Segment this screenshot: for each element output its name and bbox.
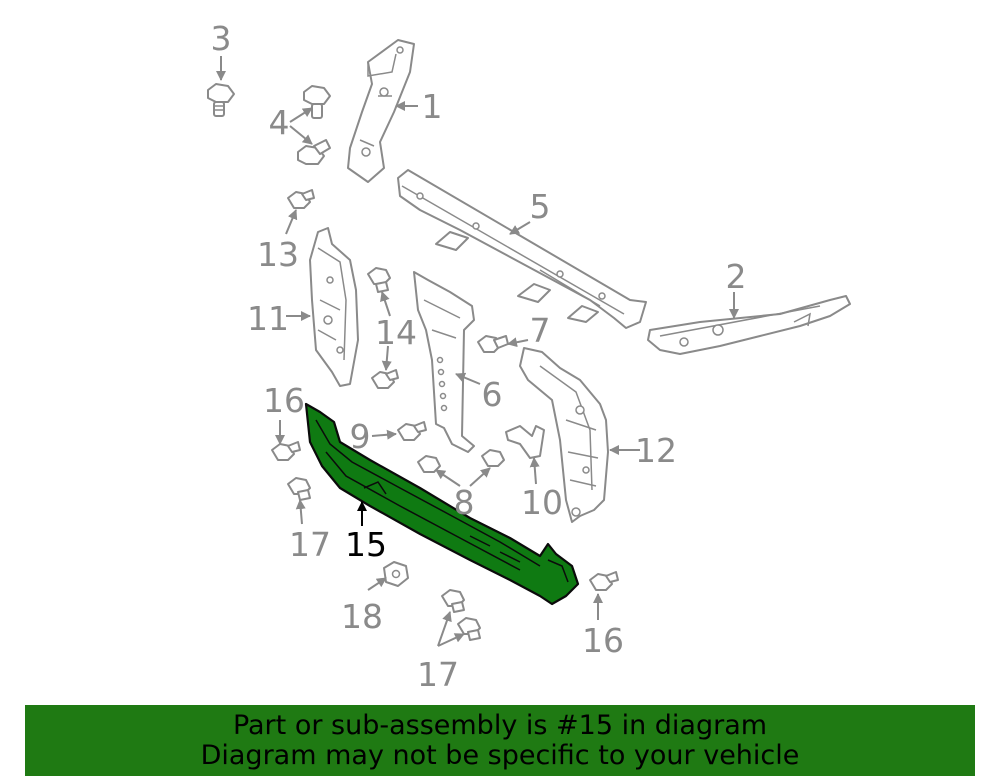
callout-6: 6 [482, 375, 503, 414]
part-12-right-side-panel[interactable] [519, 347, 609, 523]
bolt-3-icon [207, 83, 235, 117]
bolt-17-center-upper-icon [441, 589, 465, 613]
info-banner: Part or sub-assembly is #15 in diagram D… [25, 705, 975, 776]
callout-13: 13 [257, 235, 299, 274]
callout-16-right: 16 [582, 621, 624, 660]
callout-15: 15 [345, 525, 387, 564]
bolt-4-upper-icon [303, 85, 331, 119]
part-2-side-rail[interactable] [647, 295, 851, 355]
part-1-upper-bracket[interactable] [347, 39, 415, 183]
callout-5: 5 [530, 187, 551, 226]
callout-7: 7 [530, 311, 551, 350]
part-11-left-side-panel[interactable] [309, 227, 359, 387]
bolt-17-left-icon [287, 477, 311, 501]
part-6-center-brace[interactable] [413, 271, 475, 453]
bolt-16-left-icon [271, 441, 301, 461]
callout-2: 2 [726, 257, 747, 296]
callout-1: 1 [422, 87, 443, 126]
callout-9: 9 [350, 417, 371, 456]
banner-line-1: Part or sub-assembly is #15 in diagram [232, 709, 768, 741]
callout-17-left: 17 [289, 525, 331, 564]
banner-line-2: Diagram may not be specific to your vehi… [200, 739, 800, 771]
bolt-13-icon [287, 189, 315, 209]
bolt-7-icon [477, 335, 509, 353]
nut-18-icon [383, 561, 409, 587]
callout-3: 3 [211, 19, 232, 58]
bolt-16-right-icon [589, 571, 619, 591]
callout-14: 14 [375, 313, 417, 352]
callout-18: 18 [341, 597, 383, 636]
callout-4: 4 [269, 103, 290, 142]
part-5-upper-tie-bar[interactable] [397, 169, 647, 329]
callout-10: 10 [521, 483, 563, 522]
bolt-4-lower-icon [297, 139, 331, 165]
callout-11: 11 [247, 299, 289, 338]
callout-12: 12 [635, 431, 677, 470]
callout-16-left: 16 [263, 381, 305, 420]
part-10-small-bracket[interactable] [505, 425, 545, 459]
leader-lines [216, 56, 739, 647]
bolt-14-lower-icon [371, 369, 399, 389]
callout-8: 8 [454, 483, 475, 522]
bolt-14-upper-icon [367, 267, 391, 293]
bolt-8-right-icon [481, 449, 505, 467]
bolt-9-icon [397, 421, 427, 441]
bolt-17-center-lower-icon [457, 617, 481, 641]
callout-17-bottom: 17 [417, 655, 459, 694]
parts-diagram: 3 1 4 5 2 13 11 7 14 6 9 12 8 10 16 17 1… [207, 19, 851, 694]
bolt-8-left-icon [417, 455, 441, 473]
